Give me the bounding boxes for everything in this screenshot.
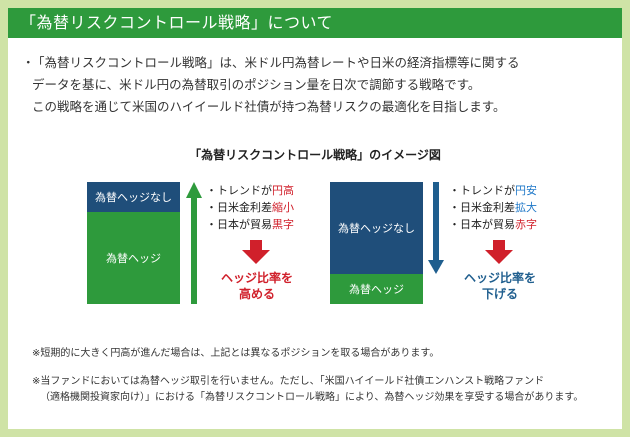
right-condition-3: 日本が貿易赤字 xyxy=(449,216,537,233)
right-unhedged-label: 為替ヘッジなし xyxy=(338,222,415,235)
note-3: （適格機関投資家向け）」における「為替リスクコントロール戦略」により、為替ヘッジ… xyxy=(40,392,584,403)
intro-line-3: この戦略を通じて米国のハイイールド社債が持つ為替リスクの最適化を目指します。 xyxy=(32,99,506,114)
left-result-line-1: ヘッジ比率を xyxy=(220,271,293,285)
left-conditions-list: トレンドが円高 日米金利差縮小 日本が貿易黒字 xyxy=(206,182,294,233)
diagram-title: 「為替リスクコントロール戦略」のイメージ図 xyxy=(189,148,441,162)
arrow-down-shaft xyxy=(433,182,439,262)
right-hedged-box: 為替ヘッジ xyxy=(330,274,423,304)
section-header: 「為替リスクコントロール戦略」について xyxy=(8,8,622,38)
left-unhedged-box: 為替ヘッジなし xyxy=(87,182,180,212)
right-result: ヘッジ比率を 下げる xyxy=(455,270,545,302)
arrow-up-shaft xyxy=(191,196,197,304)
right-down-arrow-icon xyxy=(485,240,513,264)
left-condition-3: 日本が貿易黒字 xyxy=(206,216,294,233)
right-result-line-2: 下げる xyxy=(481,287,518,301)
right-condition-2: 日米金利差拡大 xyxy=(449,199,537,216)
left-hedged-label: 為替ヘッジ xyxy=(106,252,161,265)
left-down-arrow-icon xyxy=(242,240,270,264)
intro-text: ・ 「為替リスクコントロール戦略」は、米ドル円為替レートや日米の経済指標等に関す… xyxy=(22,52,607,118)
right-hedged-label: 為替ヘッジ xyxy=(349,283,404,296)
intro-line-1: 「為替リスクコントロール戦略」は、米ドル円為替レートや日米の経済指標等に関する xyxy=(32,55,520,70)
intro-line-2: データを基に、米ドル円の為替取引のポジション量を日次で調節する戦略です。 xyxy=(32,77,481,92)
arrow-up-icon xyxy=(186,182,202,198)
left-condition-1: トレンドが円高 xyxy=(206,182,294,199)
section-title: 「為替リスクコントロール戦略」について xyxy=(20,13,334,32)
right-unhedged-box: 為替ヘッジなし xyxy=(330,182,423,274)
note-2: ※当ファンドにおいては為替ヘッジ取引を行いません。ただし、「米国ハイイールド社債… xyxy=(32,376,545,387)
left-condition-2: 日米金利差縮小 xyxy=(206,199,294,216)
arrow-down-icon xyxy=(428,260,444,274)
left-hedged-box: 為替ヘッジ xyxy=(87,212,180,304)
note-1: ※短期的に大きく円高が進んだ場合は、上記とは異なるポジションを取る場合があります… xyxy=(32,348,440,359)
intro-bullet: ・ xyxy=(22,55,35,70)
right-result-line-1: ヘッジ比率を xyxy=(463,271,536,285)
left-result-line-2: 高める xyxy=(238,287,275,301)
left-unhedged-label: 為替ヘッジなし xyxy=(95,191,172,204)
right-conditions-list: トレンドが円安 日米金利差拡大 日本が貿易赤字 xyxy=(449,182,537,233)
right-condition-1: トレンドが円安 xyxy=(449,182,537,199)
left-result: ヘッジ比率を 高める xyxy=(212,270,302,302)
